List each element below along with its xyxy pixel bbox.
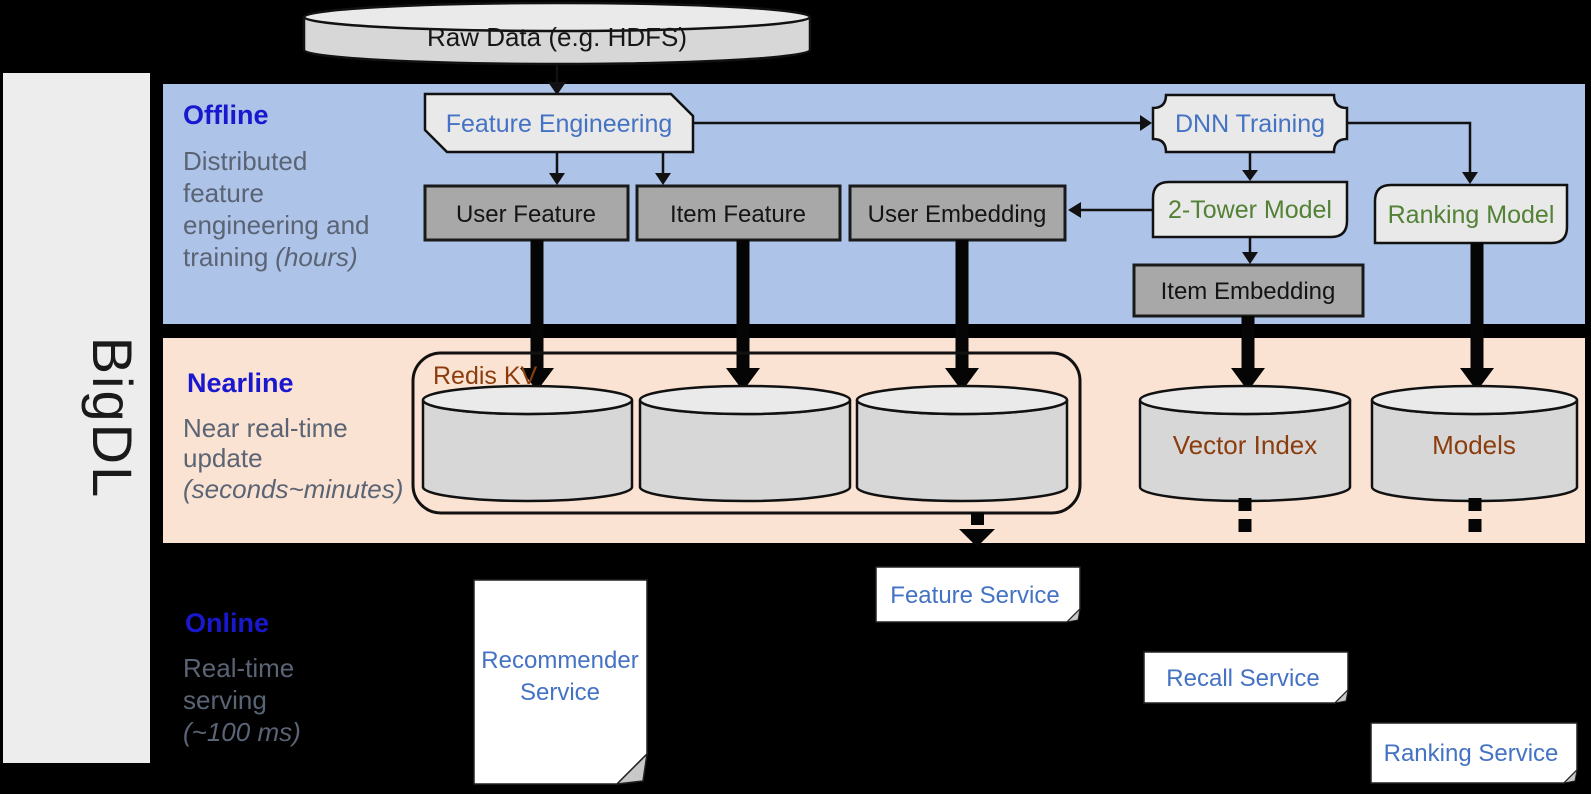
offline-desc-line3: engineering and (183, 210, 370, 240)
ranking-service-fold (1562, 768, 1578, 784)
dnn-training-label: DNN Training (1175, 110, 1325, 138)
recommender-service-node: Recommender Service (473, 579, 649, 785)
redis-cylinder-1 (421, 384, 634, 503)
online-title: Online (185, 608, 269, 638)
two-tower-model-box (1151, 180, 1349, 239)
offline-desc-line2: feature (183, 178, 264, 208)
recommender-service-label-line2: Service (520, 679, 600, 706)
item-embedding-node: Item Embedding (1132, 263, 1365, 318)
offline-title: Offline (183, 100, 269, 130)
recommender-service-label-line1: Recommender (481, 647, 638, 674)
ranking-model-node: Ranking Model (1373, 183, 1569, 245)
offline-desc-line4-italic: (hours) (275, 242, 357, 272)
item-feature-node: Item Feature (635, 184, 842, 242)
dashed-arrow-redis-to-feature-service (959, 513, 995, 547)
item-embedding-box (1132, 263, 1365, 318)
online-desc-line2: serving (183, 685, 267, 715)
redis-cylinder-2 (638, 384, 852, 503)
thick-arrow-user-feature-to-redis (520, 240, 554, 391)
ranking-model-box (1373, 183, 1569, 245)
recall-service-fold (1333, 688, 1349, 704)
arrow-fe-to-item-feature (655, 152, 671, 185)
offline-desc-line1: Distributed (183, 146, 307, 176)
dashed-line-models-down (1468, 498, 1482, 532)
dnn-training-node: DNN Training (1151, 93, 1349, 154)
feature-engineering-label: Feature Engineering (446, 110, 673, 138)
bigdl-brand-label: BigDL (81, 337, 144, 500)
nearline-desc-line2: update (183, 443, 263, 473)
two-tower-model-node: 2-Tower Model (1151, 180, 1349, 239)
arrow-rawdata-to-feature-engineering (548, 64, 566, 95)
feature-service-node: Feature Service (875, 566, 1081, 623)
online-desc-line1: Real-time (183, 653, 294, 683)
thick-arrow-ranking-model-to-models (1460, 243, 1494, 391)
redis-kv-outline (411, 351, 1082, 515)
two-tower-model-label: 2-Tower Model (1168, 196, 1332, 224)
user-feature-box (423, 184, 630, 242)
thick-arrow-item-embedding-to-vector-index (1231, 316, 1265, 391)
vector-index-label: Vector Index (1173, 430, 1318, 460)
item-feature-label: Item Feature (670, 201, 806, 228)
raw-data-label: Raw Data (e.g. HDFS) (427, 22, 687, 52)
ranking-service-label: Ranking Service (1384, 740, 1559, 767)
arrow-fe-to-dnn-training (693, 115, 1152, 131)
thick-arrow-user-embedding-to-redis (945, 240, 979, 391)
thick-arrow-item-feature-to-redis (726, 240, 760, 391)
feature-engineering-box (423, 92, 695, 154)
ranking-service-node: Ranking Service (1370, 722, 1578, 784)
recall-service-label: Recall Service (1166, 665, 1319, 692)
user-feature-node: User Feature (423, 184, 630, 242)
arrow-two-tower-to-user-embedding (1068, 202, 1153, 218)
user-feature-label: User Feature (456, 201, 596, 228)
offline-desc-line4-normal: training (183, 242, 268, 272)
item-feature-box (635, 184, 842, 242)
arrow-dnn-to-two-tower (1242, 152, 1258, 181)
user-embedding-node: User Embedding (848, 184, 1067, 242)
feature-engineering-node: Feature Engineering (423, 92, 695, 154)
models-label: Models (1432, 430, 1516, 460)
nearline-title: Nearline (187, 368, 294, 398)
dnn-training-box (1151, 93, 1349, 154)
recall-service-node: Recall Service (1143, 651, 1349, 704)
dashed-line-vector-index-down (1238, 498, 1252, 532)
arrow-dnn-to-ranking-model (1347, 121, 1478, 184)
arrow-fe-to-user-feature (549, 152, 565, 185)
user-embedding-box (848, 184, 1067, 242)
nearline-desc-line1: Near real-time (183, 413, 348, 443)
user-embedding-label: User Embedding (868, 201, 1047, 228)
raw-data-cylinder-top (302, 1, 812, 33)
nearline-desc-line3: (seconds~minutes) (183, 474, 403, 504)
redis-kv-container: Redis KV (411, 351, 1082, 515)
online-desc-line3: (~100 ms) (183, 717, 301, 747)
raw-data-cylinder: Raw Data (e.g. HDFS) (302, 1, 812, 66)
ranking-model-label: Ranking Model (1388, 201, 1555, 229)
recommender-service-fold (614, 751, 649, 785)
offline-desc-line4: training(hours) (183, 242, 358, 272)
vector-index-cylinder: Vector Index (1138, 384, 1352, 503)
bigdl-sidebar (3, 73, 150, 763)
item-embedding-label: Item Embedding (1161, 278, 1336, 305)
feature-service-label: Feature Service (890, 582, 1059, 609)
arrow-two-tower-to-item-embedding (1242, 237, 1258, 264)
redis-cylinder-3 (855, 384, 1069, 503)
feature-service-fold (1065, 607, 1081, 623)
models-cylinder: Models (1370, 384, 1579, 503)
